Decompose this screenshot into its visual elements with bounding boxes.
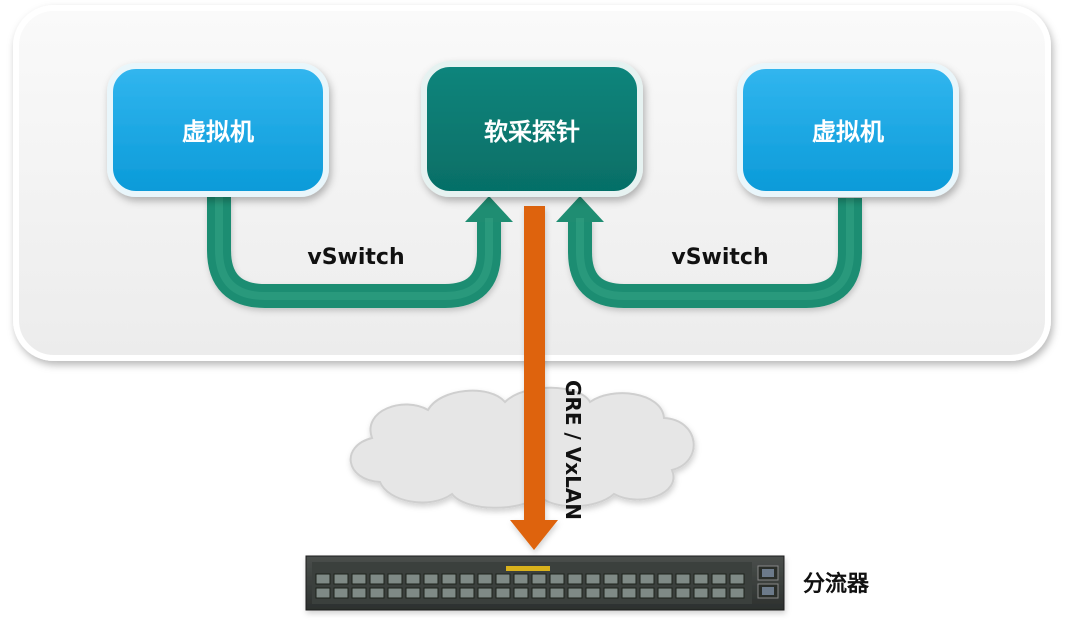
splitter-port	[603, 573, 619, 585]
splitter-port	[585, 587, 601, 599]
vm-left-node	[107, 63, 329, 197]
splitter-device-icon	[305, 555, 785, 611]
tunnel-label: GRE / VxLAN	[561, 380, 585, 520]
network-cloud-icon	[349, 386, 695, 509]
splitter-port	[441, 587, 457, 599]
splitter-port	[387, 587, 403, 599]
splitter-port	[531, 573, 547, 585]
splitter-port	[405, 573, 421, 585]
splitter-port	[567, 573, 583, 585]
splitter-port	[729, 587, 745, 599]
splitter-port	[549, 573, 565, 585]
splitter-port	[585, 573, 601, 585]
vswitch-label-left: vSwitch	[307, 245, 404, 270]
splitter-port	[315, 573, 331, 585]
splitter-port	[621, 573, 637, 585]
splitter-port	[549, 587, 565, 599]
splitter-port	[639, 573, 655, 585]
splitter-port	[441, 573, 457, 585]
vm-right-label: 虚拟机	[812, 118, 884, 146]
splitter-port	[351, 587, 367, 599]
splitter-port	[711, 573, 727, 585]
soft-probe-label: 软采探针	[484, 118, 580, 146]
splitter-port	[423, 573, 439, 585]
splitter-port	[711, 587, 727, 599]
splitter-port	[513, 573, 529, 585]
tunnel-arrow	[510, 206, 558, 550]
splitter-port	[459, 573, 475, 585]
splitter-port	[729, 573, 745, 585]
splitter-port	[495, 573, 511, 585]
splitter-port	[477, 573, 493, 585]
splitter-port	[567, 587, 583, 599]
splitter-port	[675, 573, 691, 585]
splitter-port	[387, 573, 403, 585]
splitter-port	[657, 587, 673, 599]
splitter-port	[423, 587, 439, 599]
splitter-port	[351, 573, 367, 585]
vswitch-arrowhead-right	[556, 196, 604, 222]
splitter-port	[495, 587, 511, 599]
splitter-port	[477, 587, 493, 599]
vm-left-label: 虚拟机	[182, 118, 254, 146]
splitter-port	[333, 587, 349, 599]
vswitch-arrow-right	[568, 198, 862, 308]
vswitch-label-right: vSwitch	[671, 245, 768, 270]
vswitch-arrow-left	[207, 196, 501, 308]
splitter-port	[657, 573, 673, 585]
splitter-port	[531, 587, 547, 599]
splitter-port	[675, 587, 691, 599]
soft-probe-node	[421, 61, 643, 197]
splitter-port	[639, 587, 655, 599]
splitter-port	[693, 573, 709, 585]
splitter-port	[333, 573, 349, 585]
splitter-port	[459, 587, 475, 599]
splitter-port	[369, 573, 385, 585]
splitter-port	[369, 587, 385, 599]
splitter-label: 分流器	[803, 571, 870, 597]
splitter-port	[315, 587, 331, 599]
splitter-port	[405, 587, 421, 599]
splitter-port	[603, 587, 619, 599]
splitter-port	[621, 587, 637, 599]
vswitch-arrowhead-left	[465, 196, 513, 222]
splitter-port	[693, 587, 709, 599]
splitter-port	[513, 587, 529, 599]
vm-right-node	[737, 63, 959, 197]
